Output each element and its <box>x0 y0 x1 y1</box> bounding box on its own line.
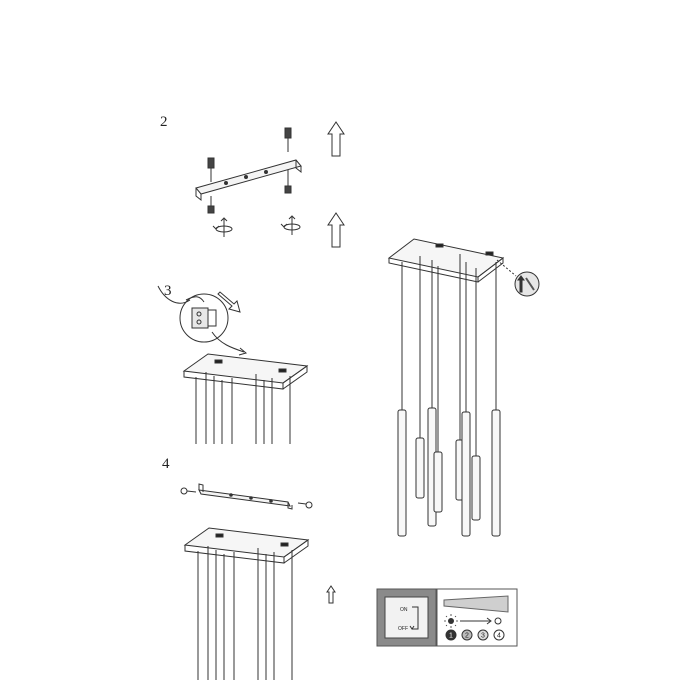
pendant-tube <box>397 409 407 537</box>
callout-arrow <box>211 331 245 353</box>
pendant-tube <box>461 411 471 537</box>
canopy-slot <box>278 368 287 373</box>
level-selector: 1 2 3 4 <box>445 629 505 641</box>
level-3 <box>477 629 489 641</box>
switch-toggle-arrowhead <box>409 625 415 630</box>
detail-magnifier <box>179 293 229 343</box>
wall-switch-plate <box>384 596 429 639</box>
switch-on-label: ON <box>400 607 408 613</box>
wire-connector-icon <box>191 307 209 329</box>
step-4-canopy-assembly <box>180 483 336 680</box>
pendant-tube <box>491 409 501 537</box>
up-arrow-icon <box>517 275 525 293</box>
switch-toggle-arrow <box>412 606 419 630</box>
off-indicator-icon <box>494 617 502 625</box>
screw-icon <box>284 127 292 194</box>
up-arrow-icon <box>326 585 336 604</box>
hand-tool-icon <box>514 271 540 297</box>
bracket-hole <box>224 181 228 185</box>
rotate-icon <box>212 217 233 237</box>
canopy-edge <box>183 371 284 390</box>
step-3-wiring-assembly <box>157 285 309 444</box>
level-1 <box>445 629 457 641</box>
canopy-slot <box>214 359 223 364</box>
supply-cable <box>157 285 191 304</box>
callout-line <box>496 259 517 277</box>
level-2 <box>461 629 473 641</box>
rotate-icon <box>280 215 301 235</box>
canopy-slot <box>485 251 494 256</box>
step-4-label: 4 <box>162 456 170 472</box>
screw-icon <box>180 487 197 495</box>
pendant-tube <box>433 451 443 513</box>
screw-icon <box>207 157 215 214</box>
dimmer-arrowhead <box>486 617 492 625</box>
bracket-end-right <box>287 502 293 510</box>
supply-cable <box>185 296 205 303</box>
bracket-hole <box>269 499 273 503</box>
brightness-ramp <box>443 595 509 613</box>
level-3-label: 3 <box>481 633 485 640</box>
canopy-slot <box>280 542 289 547</box>
diagonal-arrow-icon <box>217 291 241 313</box>
pendant-tube <box>471 455 481 521</box>
step-2-bracket-assembly <box>195 121 345 248</box>
level-4 <box>493 629 505 641</box>
up-arrow-icon <box>327 212 345 248</box>
pendant-tube <box>415 437 425 499</box>
level-2-label: 2 <box>465 633 469 640</box>
sun-icon <box>444 614 458 628</box>
canopy-edge <box>388 258 479 283</box>
canopy-edge <box>477 256 504 283</box>
canopy-edge <box>282 365 308 390</box>
bracket-hole <box>244 175 248 179</box>
switch-off-label: OFF <box>398 626 408 632</box>
tool-stroke <box>525 277 535 291</box>
bracket-end-right <box>295 160 302 174</box>
level-4-label: 4 <box>497 633 501 640</box>
mounting-bracket <box>198 489 291 507</box>
connector-screw <box>196 311 202 317</box>
level-1-label: 1 <box>449 633 453 640</box>
bracket-end-left <box>195 188 202 202</box>
canopy-slot <box>215 533 224 538</box>
step-2-label: 2 <box>160 114 168 130</box>
canopy-edge <box>283 539 309 564</box>
wire-connector-icon <box>207 309 217 327</box>
connector-screw <box>196 319 202 325</box>
switch-panel: ON OFF 1 2 3 4 <box>376 588 518 647</box>
callout-arrowhead <box>238 347 248 356</box>
bracket-hole <box>249 496 253 500</box>
screw-icon <box>297 501 313 509</box>
bracket-hole <box>264 170 268 174</box>
up-arrow-icon <box>327 121 345 157</box>
canopy-slot <box>435 243 444 248</box>
bracket-end-left <box>198 483 204 492</box>
step-3-label: 3 <box>164 283 172 299</box>
final-pendant-assembly <box>387 238 540 537</box>
bracket-hole <box>229 493 233 497</box>
